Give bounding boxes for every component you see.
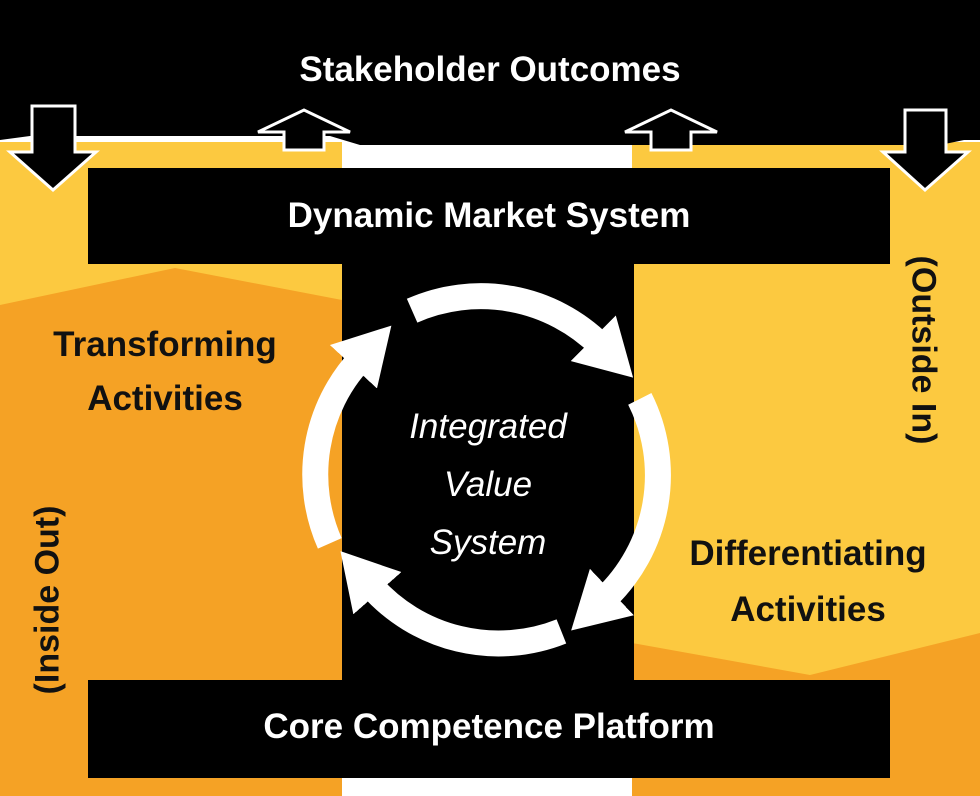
cycle-arrow-left	[302, 325, 392, 549]
stakeholder-banner	[0, 0, 980, 145]
differentiating-activities-label: Differentiating Activities	[689, 534, 927, 629]
up-arrow-left	[257, 108, 351, 152]
up-arrow-right	[624, 108, 718, 152]
cycle-arrow-bottom	[340, 551, 567, 657]
left-down-arrow	[6, 104, 100, 193]
cycle-arrow-top	[406, 283, 634, 378]
right-down-arrow	[879, 108, 972, 193]
transforming-activities-label: Transforming Activities	[53, 325, 277, 418]
cycle-arrow-right	[571, 393, 671, 631]
outside-in-label: (Outside In)	[904, 255, 943, 445]
cycle-arrows	[302, 283, 671, 657]
stakeholder-outcomes-label: Stakeholder Outcomes	[299, 50, 681, 89]
inside-out-label: (Inside Out)	[28, 505, 67, 695]
platform-bar	[88, 680, 890, 778]
integrated-value-system-label: Integrated Value System	[409, 407, 567, 562]
market-bar	[88, 168, 890, 264]
dynamic-market-system-label: Dynamic Market System	[287, 196, 691, 235]
core-competence-platform-label: Core Competence Platform	[263, 707, 715, 746]
